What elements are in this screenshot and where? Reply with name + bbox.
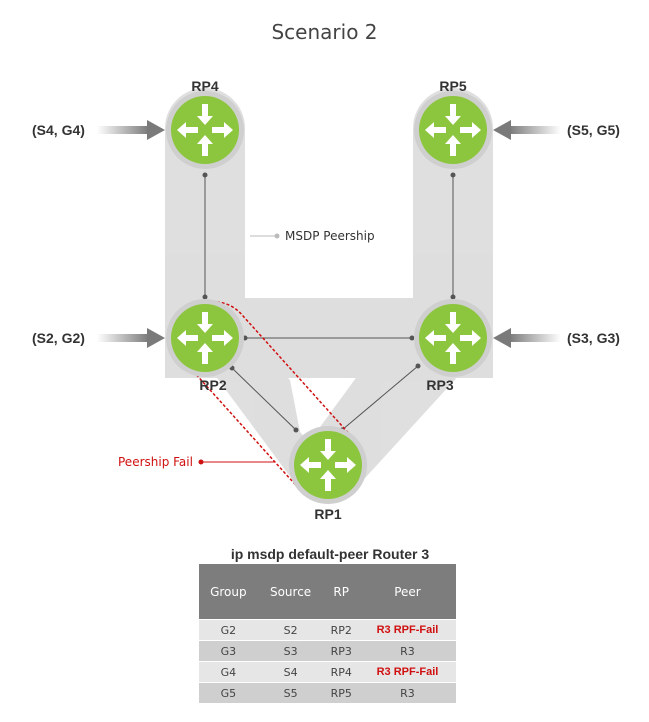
cell-rp: RP3: [323, 640, 359, 662]
arrow-s5g5: [493, 120, 561, 140]
cell-peer: R3: [358, 682, 456, 703]
header-peer: Peer: [358, 564, 456, 620]
header-group: Group: [199, 564, 258, 620]
table-row: G5 S5 RP5 R3: [199, 682, 456, 703]
rp5-label: RP5: [439, 78, 466, 94]
default-peer-table: Group Source RP Peer G2 S2 RP2 R3 RPF-Fa…: [199, 564, 456, 703]
router-rp5[interactable]: [414, 91, 492, 169]
table-header-row: Group Source RP Peer: [199, 564, 456, 620]
router-rp3[interactable]: [414, 299, 492, 377]
cell-source: S3: [257, 640, 324, 662]
cell-group: G5: [199, 682, 258, 703]
cell-source: S2: [257, 619, 324, 641]
cell-peer: R3 RPF-Fail: [358, 661, 456, 683]
cell-peer: R3: [358, 640, 456, 662]
msdp-peership-callout: [250, 233, 280, 239]
link-endpoints: [202, 172, 456, 433]
router-rp2[interactable]: [166, 299, 244, 377]
header-rp: RP: [323, 564, 359, 620]
cell-peer: R3 RPF-Fail: [358, 619, 456, 641]
rp2-label: RP2: [199, 377, 226, 393]
peership-fail-label: Peership Fail: [118, 455, 193, 469]
flow-label-s5g5: (S5, G5): [567, 122, 620, 138]
flow-label-s3g3: (S3, G3): [567, 330, 620, 346]
table-row: G4 S4 RP4 R3 RPF-Fail: [199, 661, 456, 683]
peer-links: [204, 175, 454, 431]
header-source: Source: [257, 564, 324, 620]
flow-label-s2g2: (S2, G2): [32, 330, 85, 346]
cell-source: S4: [257, 661, 324, 683]
arrow-s2g2: [97, 328, 165, 348]
cell-rp: RP4: [323, 661, 359, 683]
rp4-label: RP4: [191, 78, 218, 94]
cell-rp: RP5: [323, 682, 359, 703]
rp3-label: RP3: [426, 377, 453, 393]
arrow-s3g3: [493, 328, 561, 348]
table-row: G3 S3 RP3 R3: [199, 640, 456, 662]
rp1-label: RP1: [314, 506, 341, 522]
router-rp4[interactable]: [166, 91, 244, 169]
cell-rp: RP2: [323, 619, 359, 641]
table-title: ip msdp default-peer Router 3: [230, 546, 430, 562]
flow-label-s4g4: (S4, G4): [32, 122, 85, 138]
cell-group: G4: [199, 661, 258, 683]
cell-group: G3: [199, 640, 258, 662]
cell-source: S5: [257, 682, 324, 703]
arrow-s4g4: [97, 120, 165, 140]
cell-group: G2: [199, 619, 258, 641]
table-row: G2 S2 RP2 R3 RPF-Fail: [199, 619, 456, 641]
msdp-peership-label: MSDP Peership: [285, 229, 375, 243]
router-rp1[interactable]: [289, 426, 367, 504]
diagram-title: Scenario 2: [271, 20, 378, 44]
peership-fail-callout: [198, 459, 274, 465]
